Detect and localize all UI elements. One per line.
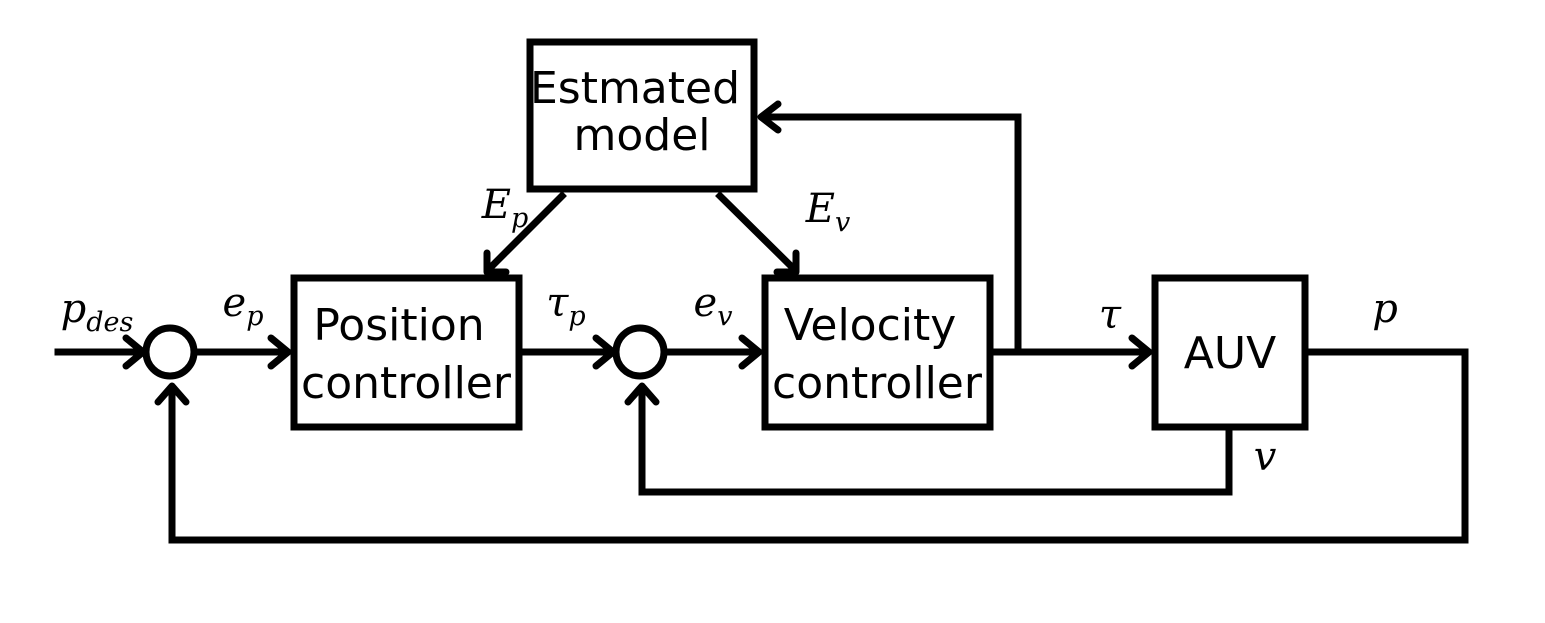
block-auv: AUV bbox=[1151, 274, 1309, 431]
block-estimated-model-frame bbox=[526, 38, 758, 193]
signal-wires bbox=[54, 113, 1469, 544]
arrowhead-ev bbox=[738, 334, 763, 370]
block-position-controller: Position controller bbox=[290, 274, 523, 431]
wire-Ep bbox=[485, 191, 567, 273]
block-auv-label: AUV bbox=[1184, 328, 1276, 379]
block-estimated-model: Estmated model bbox=[526, 38, 758, 193]
signal-label-tau: τ bbox=[1099, 292, 1122, 338]
block-velocity-controller-label: Velocity controller bbox=[772, 300, 983, 409]
arrowhead-v-feedback bbox=[624, 382, 660, 406]
signal-label-p-des: pdes bbox=[61, 286, 134, 338]
block-position-controller-line2: controller bbox=[301, 358, 512, 409]
block-estimated-model-line2: model bbox=[573, 110, 710, 161]
wire-tau-to-estimated-model bbox=[762, 113, 1022, 356]
arrowhead-Ev bbox=[773, 249, 800, 276]
arrowhead-estimated-model-input bbox=[757, 100, 782, 134]
block-estimated-model-line1: Estmated bbox=[530, 63, 740, 114]
signal-label-e-v: ev bbox=[694, 280, 733, 332]
block-position-controller-frame bbox=[290, 274, 523, 431]
signal-label-E-p: Ep bbox=[481, 182, 529, 234]
wire-Ev bbox=[715, 191, 798, 273]
arrowhead-Ep bbox=[483, 249, 510, 276]
block-estimated-model-label: Estmated model bbox=[530, 63, 754, 161]
signal-label-e-p: ep bbox=[223, 280, 264, 332]
block-velocity-controller: Velocity controller bbox=[761, 274, 994, 431]
block-velocity-controller-line2: controller bbox=[772, 358, 983, 409]
wire-v-feedback bbox=[638, 388, 1233, 496]
signal-labels: pdes ep τp ev Ep Ev τ p v bbox=[61, 182, 1398, 480]
block-position-controller-label: Position controller bbox=[301, 300, 512, 409]
arrowhead-ep bbox=[267, 334, 292, 370]
block-velocity-controller-frame bbox=[761, 274, 994, 431]
arrowhead-tau bbox=[1128, 334, 1153, 370]
summing-junction-velocity bbox=[612, 324, 668, 380]
signal-label-tau-p: τp bbox=[546, 280, 585, 332]
block-position-controller-line1: Position bbox=[313, 300, 484, 351]
arrowhead-p-feedback bbox=[154, 382, 190, 406]
wire-p-feedback bbox=[168, 348, 1469, 544]
signal-label-E-v: Ev bbox=[805, 186, 850, 238]
summing-junction-position bbox=[142, 324, 198, 380]
block-velocity-controller-line1: Velocity bbox=[784, 300, 957, 351]
signal-label-p: p bbox=[1372, 286, 1398, 332]
block-auv-frame bbox=[1151, 274, 1309, 431]
signal-label-v: v bbox=[1254, 434, 1277, 480]
